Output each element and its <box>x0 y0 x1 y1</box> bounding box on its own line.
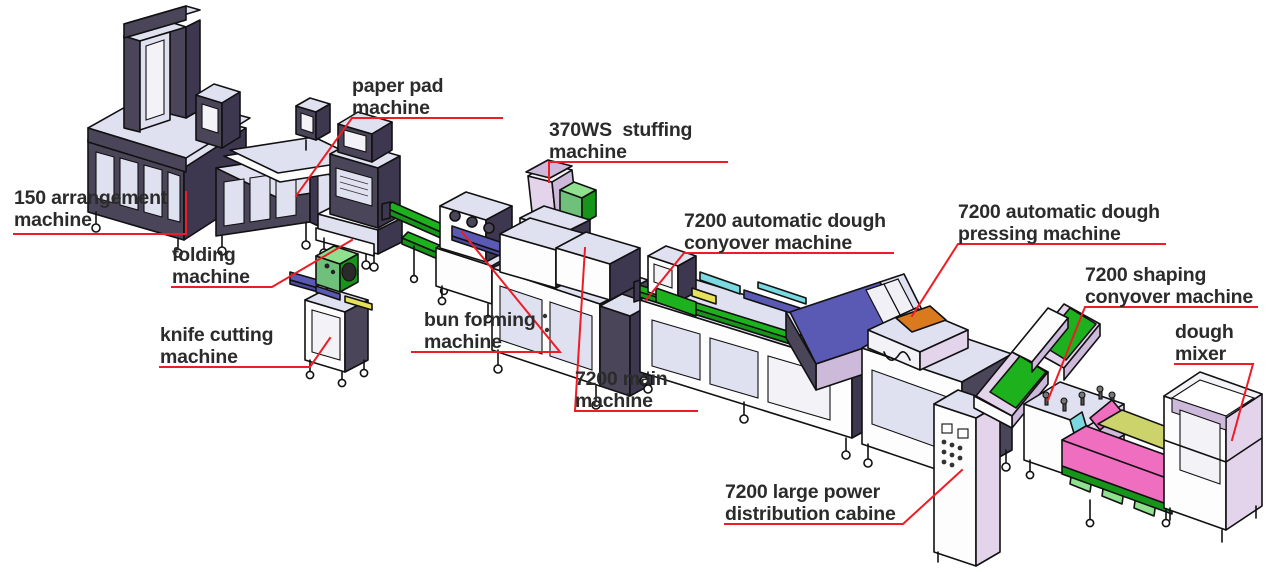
leader-folding <box>171 238 354 288</box>
machine-main-7200 <box>491 217 653 410</box>
label-dough-conveyor-7200: 7200 automatic dough conyover machine <box>684 210 886 254</box>
label-paper-pad: paper pad machine <box>352 75 444 119</box>
leader-stuffing-370ws <box>548 161 728 183</box>
machine-knife-cutting <box>289 245 373 388</box>
label-shaping-conveyor-7200: 7200 shaping conyover machine <box>1085 264 1254 308</box>
label-power-cabinet-7200: 7200 large power distribution cabine <box>725 481 896 525</box>
label-dough-mixer: dough mixer <box>1175 321 1234 365</box>
machine-power-cabinet-7200 <box>933 389 1001 567</box>
label-knife-cutting: knife cutting machine <box>160 324 274 368</box>
label-bun-forming: bun forming machine <box>424 309 536 353</box>
leader-main-7200 <box>573 246 698 412</box>
leader-bun-forming <box>411 230 563 353</box>
leader-knife-cutting <box>159 336 332 368</box>
machine-paper-pad-printer <box>315 111 403 272</box>
leader-dough-conveyor-7200 <box>644 252 894 302</box>
machine-dough-mixer <box>1163 371 1263 543</box>
leader-power-cabinet-7200 <box>724 468 964 525</box>
leader-paper-pad <box>294 117 503 198</box>
leader-dough-pressing-7200 <box>910 243 1166 318</box>
label-dough-pressing-7200: 7200 automatic dough pressing machine <box>958 201 1160 245</box>
label-folding: folding machine <box>172 244 250 288</box>
label-main-7200: 7200 main machine <box>575 368 668 412</box>
label-stuffing-370ws: 370WS stuffing machine <box>549 119 693 163</box>
leader-shaping-conveyor-7200 <box>1046 306 1258 402</box>
leader-dough-mixer <box>1174 363 1255 442</box>
leader-arrangement-150 <box>13 191 187 235</box>
leader-lines <box>13 117 1258 525</box>
label-arrangement-150: 150 arrangement machine <box>14 187 168 231</box>
